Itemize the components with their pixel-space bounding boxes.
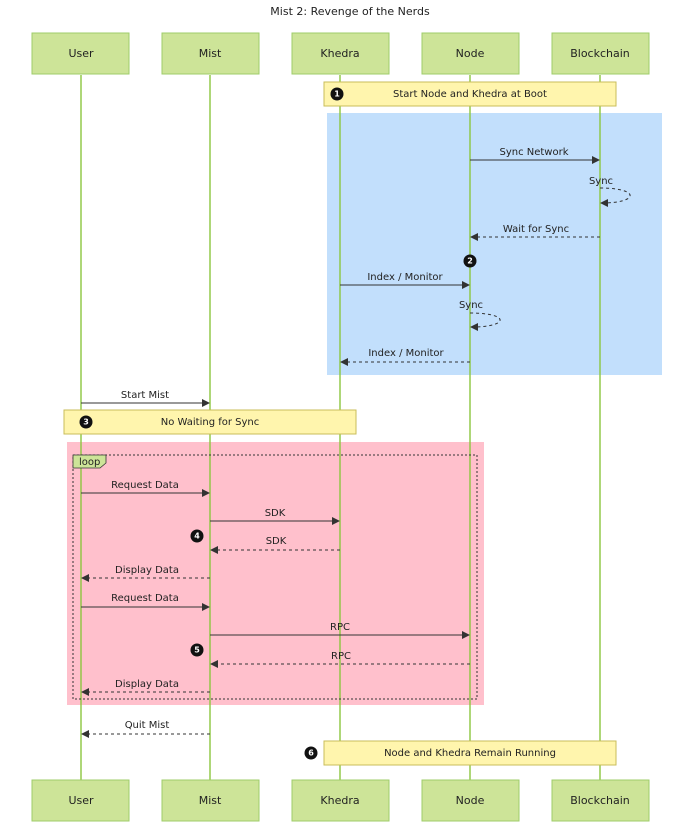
message-label: Sync [459,300,483,311]
message-label: Wait for Sync [503,224,569,235]
actor-blockchain-top: Blockchain [551,32,650,75]
message-label: Start Mist [121,390,169,401]
actor-khedra-bottom: Khedra [291,779,390,822]
message-label: RPC [330,622,350,633]
message-label: SDK [265,508,286,519]
sequence-number-badge [463,254,477,268]
note-start-node-khedra: 1 Start Node and Khedra at Boot [323,81,617,107]
actor-mist-top: Mist [161,32,260,75]
badge-number: 1 [334,90,340,99]
badge-number: 2 [467,257,473,266]
message-label: Index / Monitor [367,272,443,283]
badge-number: 3 [83,418,89,427]
actor-blockchain-bottom: Blockchain [551,779,650,822]
actor-label: User [68,794,94,807]
note-text: No Waiting for Sync [161,417,260,428]
actor-label: Node [456,47,485,60]
loop-label: loop [79,457,100,468]
self-message-arrow [469,312,501,331]
message-label: Display Data [115,565,179,576]
boot-sync-region [327,113,662,375]
diagram-title: Mist 2: Revenge of the Nerds [270,5,430,18]
note-node-khedra-remain-running: 6 Node and Khedra Remain Running [304,740,617,766]
message-label: Sync [589,176,613,187]
note-text: Node and Khedra Remain Running [384,748,556,759]
actor-label: User [68,47,94,60]
sequence-number-badge [79,415,93,429]
message-label: Index / Monitor [368,348,444,359]
sequence-number-badge [190,643,204,657]
message-label: Sync Network [499,147,568,158]
actor-user-top: User [31,32,130,75]
actor-user-bottom: User [31,779,130,822]
sequence-number-badge [304,746,318,760]
loop-frame: loop [72,454,478,700]
message-label: SDK [266,536,287,547]
actor-mist-bottom: Mist [161,779,260,822]
actor-label: Khedra [320,47,359,60]
actor-label: Mist [199,794,222,807]
actor-label: Blockchain [570,794,630,807]
actor-label: Node [456,794,485,807]
sequence-number-badge [330,87,344,101]
actor-label: Mist [199,47,222,60]
self-message-arrow [599,187,631,207]
actor-node-bottom: Node [421,779,520,822]
badge-number: 5 [194,646,200,655]
actor-khedra-top: Khedra [291,32,390,75]
message-label: RPC [331,651,351,662]
loop-tag [72,454,107,469]
sequence-number-badge [190,529,204,543]
badge-number: 4 [194,532,200,541]
actor-label: Blockchain [570,47,630,60]
message-label: Request Data [111,480,179,491]
message-label: Quit Mist [125,720,170,731]
actor-label: Khedra [320,794,359,807]
actor-node-top: Node [421,32,520,75]
loop-region [67,442,484,705]
note-text: Start Node and Khedra at Boot [393,89,547,100]
badge-number: 6 [308,749,314,758]
message-label: Display Data [115,679,179,690]
note-no-waiting-for-sync: 3 No Waiting for Sync [63,409,357,435]
message-label: Request Data [111,593,179,604]
